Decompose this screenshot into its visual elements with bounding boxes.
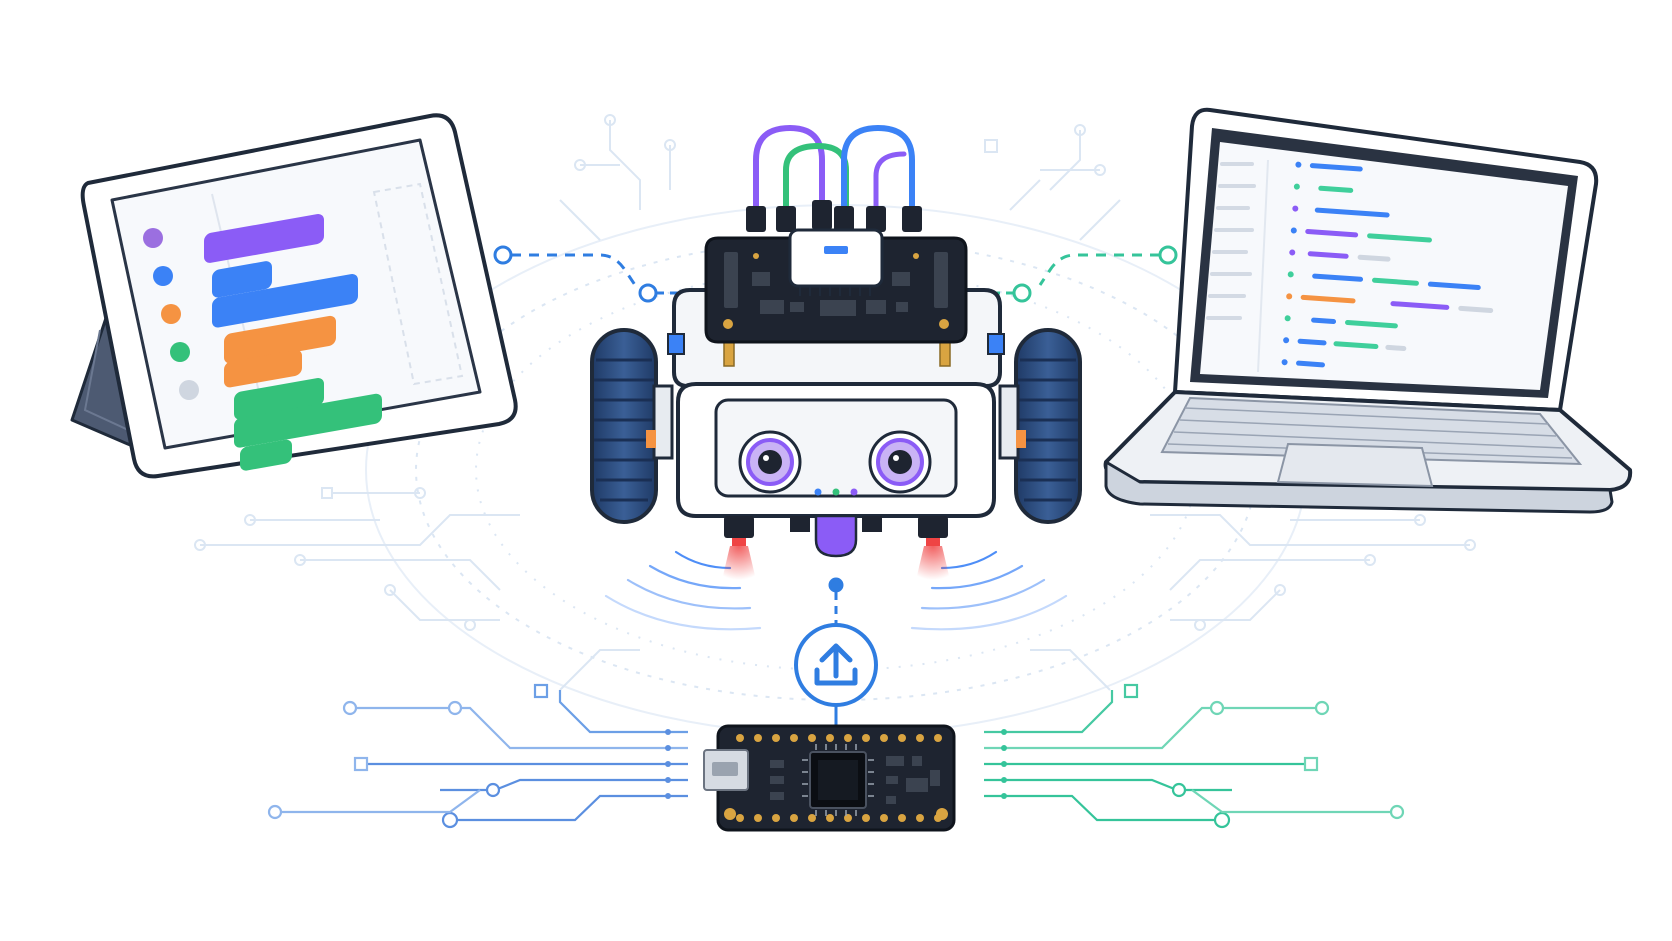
code-block [204, 213, 324, 263]
board-robot-connection [828, 577, 844, 728]
board-traces-left [267, 683, 688, 829]
code-block [212, 274, 358, 328]
code-block [224, 349, 302, 388]
code-block [234, 377, 324, 420]
laptop-robot-connection [975, 245, 1178, 303]
right-wheel [987, 328, 1082, 524]
robot [590, 124, 1082, 580]
signal-waves-right [910, 550, 1068, 631]
block-palette [143, 228, 199, 400]
ultrasonic-eye-right [868, 430, 932, 494]
cable-connectors [746, 200, 922, 232]
laptop [1103, 107, 1633, 514]
palette-dot [161, 304, 181, 324]
board-traces-right [984, 683, 1405, 829]
palette-dot [143, 228, 163, 248]
status-leds [814, 488, 858, 496]
line-sensors [722, 514, 950, 580]
code-block [212, 261, 272, 298]
upload-icon [794, 623, 878, 707]
tablet-robot-connection [493, 245, 700, 303]
palette-dot [153, 266, 173, 286]
left-wheel [590, 328, 685, 524]
palette-dot [179, 380, 199, 400]
robot-cables [753, 124, 915, 213]
code-block [234, 393, 382, 448]
code-blocks [204, 213, 382, 471]
palette-dot [170, 342, 190, 362]
ultrasonic-eye-left [738, 430, 802, 494]
code-block [240, 439, 292, 471]
code-block [224, 315, 336, 364]
code-lines [1281, 161, 1494, 368]
microcontroller-board [703, 724, 956, 832]
